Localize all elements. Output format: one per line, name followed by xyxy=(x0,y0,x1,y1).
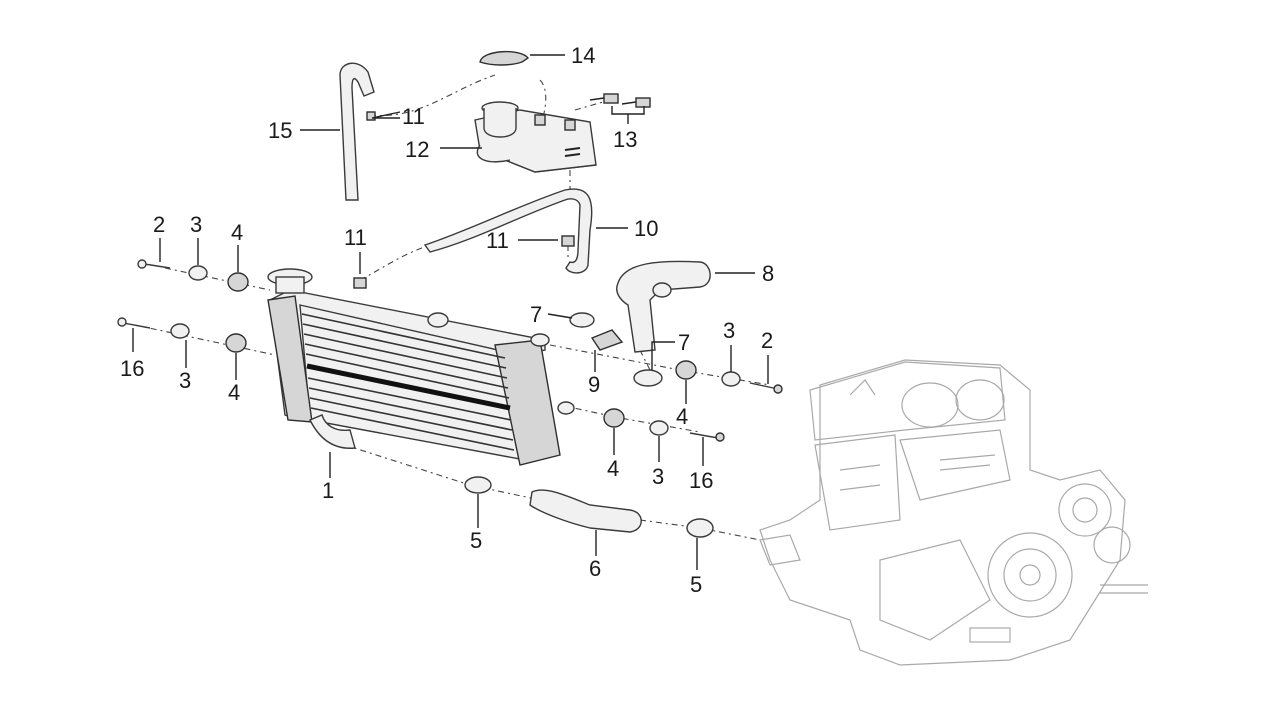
temperature-sensor xyxy=(590,329,624,351)
callout-13: 13 xyxy=(613,127,637,152)
hose-clip xyxy=(561,235,575,247)
callout-11: 11 xyxy=(402,104,425,129)
callout-16: 16 xyxy=(689,468,713,493)
callout-15: 15 xyxy=(268,118,292,143)
hose-clip xyxy=(353,277,367,289)
callout-3: 3 xyxy=(179,368,191,393)
callout-4: 4 xyxy=(231,220,243,245)
hose-clamp xyxy=(569,312,595,328)
reservoir-hose xyxy=(423,188,593,274)
callout-labels: 14 15 11 12 13 10 11 11 8 2 3 4 7 7 3 2 … xyxy=(120,43,774,597)
callout-1: 1 xyxy=(322,478,334,503)
callout-11: 11 xyxy=(486,228,509,253)
callout-12: 12 xyxy=(405,137,429,162)
callout-2: 2 xyxy=(153,212,165,237)
engine-block xyxy=(759,359,1148,666)
callout-4: 4 xyxy=(228,380,240,405)
reservoir-tank xyxy=(474,101,597,173)
mounting-hardware xyxy=(117,259,783,442)
overflow-hose xyxy=(339,62,375,201)
callout-2: 2 xyxy=(761,328,773,353)
callout-4: 4 xyxy=(607,456,619,481)
callout-7: 7 xyxy=(678,330,690,355)
assembly-centerlines xyxy=(134,74,771,541)
callout-3: 3 xyxy=(652,464,664,489)
hose-clamp xyxy=(464,476,492,494)
hose-clip xyxy=(366,111,376,121)
callout-3: 3 xyxy=(723,318,735,343)
callout-4: 4 xyxy=(676,404,688,429)
upper-radiator-hose xyxy=(616,260,711,353)
callout-9: 9 xyxy=(588,372,600,397)
reservoir-screws xyxy=(589,93,651,108)
hose-clamp xyxy=(686,518,714,538)
callout-7: 7 xyxy=(530,302,542,327)
reservoir-cap xyxy=(479,51,530,66)
leader-lines xyxy=(132,54,769,570)
hose-clamp xyxy=(633,369,663,387)
callout-11: 11 xyxy=(344,225,367,250)
callout-5: 5 xyxy=(470,528,482,553)
radiator-outlet-pipe xyxy=(309,414,356,449)
callout-10: 10 xyxy=(634,216,658,241)
callout-14: 14 xyxy=(571,43,595,68)
radiator-fins xyxy=(301,313,515,451)
callout-16: 16 xyxy=(120,356,144,381)
callout-5: 5 xyxy=(690,572,702,597)
radiator xyxy=(267,268,575,466)
callout-3: 3 xyxy=(190,212,202,237)
callout-6: 6 xyxy=(589,556,601,581)
lower-radiator-hose xyxy=(529,489,642,533)
callout-8: 8 xyxy=(762,261,774,286)
